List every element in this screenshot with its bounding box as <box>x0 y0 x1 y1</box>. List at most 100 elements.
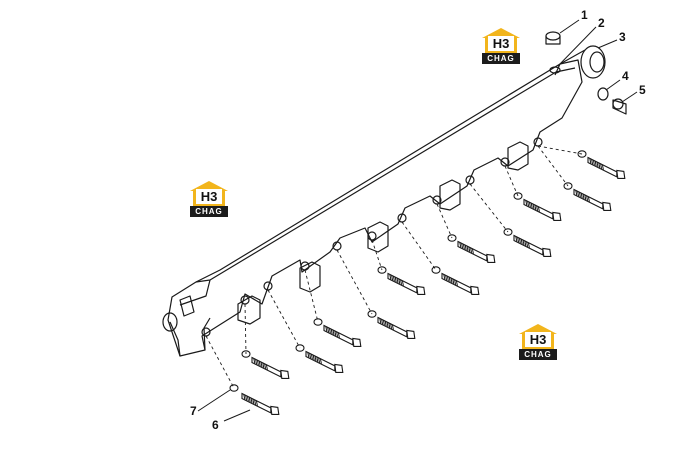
bolt-thread <box>265 364 268 370</box>
bolt-thread <box>470 247 473 253</box>
bolt-thread <box>309 353 312 359</box>
bolt-thread <box>525 200 528 206</box>
logo-roof-icon <box>190 181 228 191</box>
bolt-thread <box>536 205 539 211</box>
bolt-thread <box>255 400 258 406</box>
bolt-thread <box>255 359 258 365</box>
bolt-thread <box>260 361 263 368</box>
bolt-thread <box>464 245 467 251</box>
bolt-thread <box>258 361 261 367</box>
bolt-thread <box>379 318 382 324</box>
bolt-head <box>280 369 290 379</box>
bolt-thread <box>256 360 259 366</box>
bolt-thread <box>396 277 399 284</box>
bolt-thread <box>336 331 339 337</box>
bolt-thread <box>587 196 590 202</box>
washer-7 <box>313 318 323 326</box>
bolt-thread <box>517 237 520 243</box>
logo-roof-icon <box>482 28 520 38</box>
plug-bolt-5 <box>612 98 627 115</box>
washer-7 <box>431 266 441 274</box>
bolt-thread <box>243 394 246 400</box>
bolt-thread <box>390 323 393 329</box>
bolt-thread <box>448 277 451 283</box>
watermark-logo: H3 CHAG <box>190 181 228 217</box>
alignment-line <box>504 165 519 197</box>
bolt-thread <box>454 279 457 285</box>
washer-7 <box>377 266 387 274</box>
callout-5: 5 <box>639 83 646 97</box>
bolt-thread <box>592 160 595 166</box>
bolt-thread <box>459 242 462 248</box>
bolt-thread <box>450 277 453 284</box>
bolt-thread <box>518 238 521 244</box>
bolt-thread <box>580 193 583 199</box>
bolt-6 <box>523 198 554 220</box>
bolt-thread <box>582 193 585 200</box>
bolt-thread <box>307 352 310 358</box>
bolt-6 <box>241 392 272 414</box>
bolt-thread <box>400 279 403 285</box>
bolt-thread <box>318 357 321 363</box>
bolt-head <box>352 337 362 347</box>
bolt-head <box>552 211 562 221</box>
bolt-head <box>416 285 426 295</box>
watermark-logo: H3 CHAG <box>482 28 520 64</box>
bolt-thread <box>526 241 529 247</box>
bolt-thread <box>515 236 518 242</box>
bolt-thread <box>530 203 533 209</box>
washer-7 <box>295 344 305 352</box>
bolt-thread <box>264 363 267 369</box>
bolt-thread <box>334 330 337 336</box>
bolt-thread <box>527 242 530 248</box>
alignment-line <box>371 239 383 271</box>
bolt-thread <box>382 320 385 326</box>
callout-6: 6 <box>212 418 219 432</box>
alignment-line <box>304 269 319 323</box>
bolt-thread <box>598 162 601 168</box>
bolt-6 <box>305 350 336 372</box>
watermark-logo: H3 CHAG <box>519 324 557 360</box>
bolt-6 <box>587 156 618 178</box>
bolt-6 <box>573 188 604 210</box>
alignment-line <box>267 289 301 349</box>
bolt-thread <box>316 356 319 362</box>
alignment-line <box>244 303 247 355</box>
bolt-set <box>205 145 626 415</box>
bolt-head <box>602 201 612 211</box>
bolt-thread <box>401 280 404 286</box>
bolt-head <box>406 329 416 339</box>
washer-7 <box>367 310 377 318</box>
bolt-thread <box>328 328 331 334</box>
bolt-head <box>470 285 480 295</box>
bolt-6 <box>377 316 408 338</box>
bolt-thread <box>312 355 315 361</box>
bolt-thread <box>445 275 448 281</box>
alignment-line <box>469 183 509 233</box>
bolt-thread <box>589 158 592 164</box>
callout-1: 1 <box>581 8 588 22</box>
alignment-line <box>537 145 583 155</box>
bolt-thread <box>522 239 525 246</box>
bolt-thread <box>310 354 313 360</box>
bolt-thread <box>254 399 257 405</box>
bolt-thread <box>468 246 471 252</box>
bolt-thread <box>537 206 540 212</box>
alignment-line <box>336 249 373 315</box>
bolt-thread <box>596 161 599 168</box>
bolt-thread <box>584 194 587 200</box>
bolt-thread <box>462 244 465 250</box>
bolt-thread <box>471 248 474 254</box>
bolt-thread <box>520 239 523 245</box>
washer-4 <box>597 87 609 101</box>
plug-cap <box>545 31 561 45</box>
bolt-head <box>270 405 280 415</box>
bolt-thread <box>455 280 458 286</box>
bolt-thread <box>466 245 469 252</box>
bolt-thread <box>446 276 449 282</box>
bolt-head <box>616 169 626 179</box>
bolt-head <box>334 363 344 373</box>
bolt-thread <box>381 319 384 325</box>
